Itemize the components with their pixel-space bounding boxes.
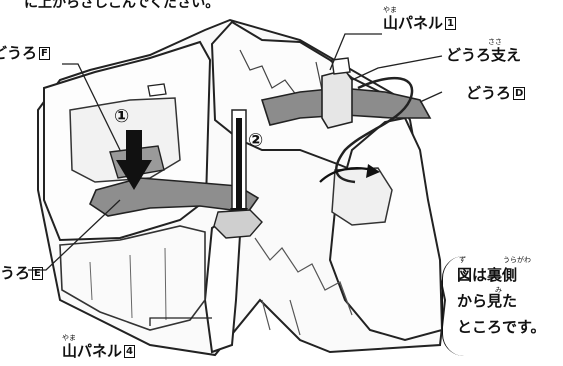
leader-support — [351, 55, 443, 81]
furigana-mi: み — [495, 286, 502, 294]
label-mountain-panel-1-num: 1 — [445, 17, 456, 30]
inner-window-right — [331, 167, 393, 226]
label-road-e-letter: E — [32, 267, 43, 280]
step1-arrow — [116, 130, 152, 190]
label-road-d-text: どうろ — [466, 84, 512, 102]
label-mountain-panel-4-num: 4 — [124, 345, 135, 358]
leader-road-f — [62, 63, 121, 151]
label-road-f-text: どうろ — [0, 44, 38, 62]
label-road-e-text: うろ — [0, 264, 31, 282]
view-note: ず うらがわ み 図は裏側 から見た ところです。 — [442, 256, 563, 356]
curved-arrow-head — [366, 164, 380, 178]
front-cliff-lines — [254, 237, 353, 336]
leader-panel-1 — [329, 33, 382, 71]
label-road-support: ささ どうろ支え — [446, 38, 521, 64]
label-road-d-letter: D — [513, 87, 526, 100]
support-post — [331, 57, 351, 75]
ruby-yama-1: やま — [383, 6, 397, 14]
lower-left-panel — [59, 225, 206, 331]
road-support — [321, 69, 353, 129]
label-road-support-text: どうろ支え — [446, 46, 522, 64]
note-line-2: から見た — [457, 292, 518, 310]
label-road-f-letter: F — [39, 47, 50, 60]
furigana-uragawa: うらがわ — [503, 256, 531, 264]
bracket-e — [213, 209, 263, 239]
step-2-marker: ② — [248, 130, 264, 151]
label-mountain-panel-1-text: 山パネル — [383, 14, 444, 32]
leader-road-e — [28, 199, 121, 271]
furigana-zu: ず — [459, 256, 466, 264]
label-road-f: どうろF — [0, 44, 50, 62]
top-block — [147, 83, 167, 97]
note-line-1: 図は裏側 — [457, 266, 518, 284]
wire-loop — [335, 76, 414, 184]
ruby-sasa: ささ — [488, 38, 502, 46]
leader-panel-4 — [149, 317, 212, 326]
lower-left-ribs — [89, 247, 167, 321]
step-1-marker: ① — [114, 106, 130, 127]
note-line-3: ところです。 — [457, 318, 546, 336]
leader-road-d — [419, 91, 443, 103]
ruby-yama-4: やま — [62, 334, 76, 342]
instruction-text: に上からさしこんでください。 — [24, 0, 220, 11]
label-mountain-panel-4-text: 山パネル — [62, 342, 123, 360]
step2-arrow — [230, 118, 248, 222]
